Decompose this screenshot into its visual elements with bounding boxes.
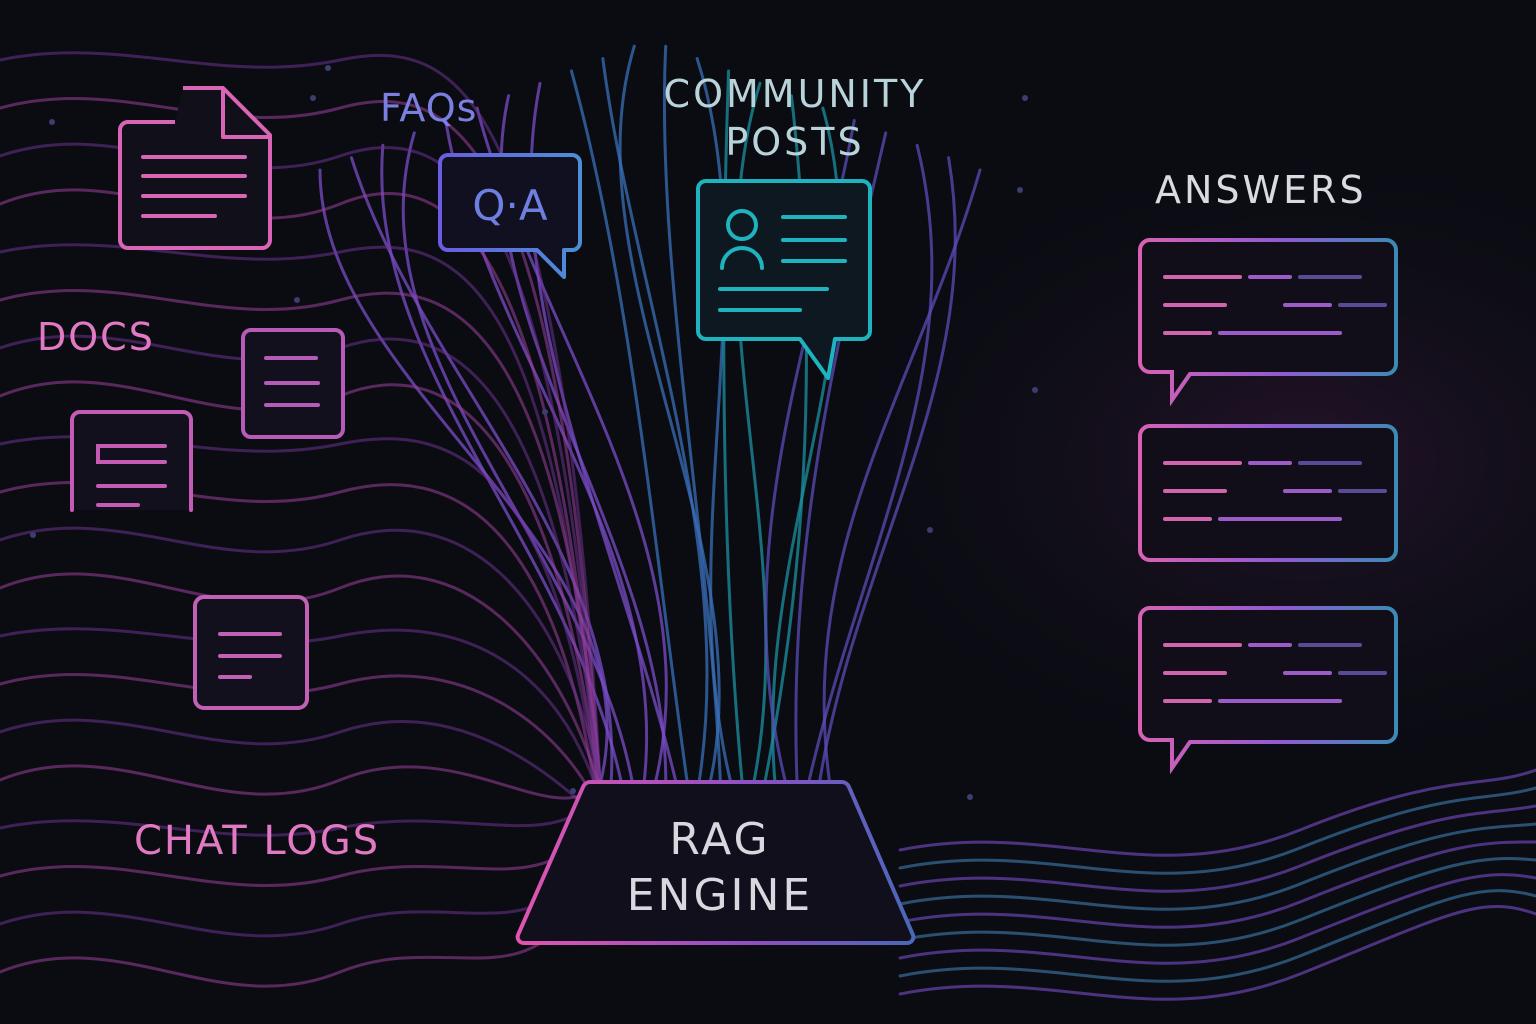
flow-line (822, 168, 982, 787)
background-dot (30, 532, 36, 538)
flow-line (401, 131, 635, 787)
flow-line (0, 764, 602, 800)
background-dot (967, 794, 973, 800)
background-dot (325, 65, 331, 71)
flow-line (898, 822, 1536, 911)
background-dot (542, 409, 548, 415)
user-post-bubble-icon (696, 179, 872, 380)
flow-line (898, 889, 1536, 983)
answer-bubbles (1138, 238, 1398, 775)
flow-line (898, 857, 1536, 947)
flow-line (735, 81, 768, 787)
flow-line (898, 768, 1536, 857)
flow-line (0, 672, 602, 812)
community-posts-label: COMMUNITY POSTS (660, 70, 930, 166)
flow-line (569, 69, 690, 787)
document-icon (70, 410, 193, 512)
rag-engine-label: RAG ENGINE (560, 812, 880, 924)
background-dot (49, 119, 55, 125)
flow-line (0, 96, 602, 792)
background-dot (1022, 95, 1028, 101)
flow-line (0, 334, 602, 792)
flow-line (722, 69, 744, 787)
flow-line (0, 51, 602, 782)
flow-line (695, 57, 733, 787)
flow-line (618, 44, 721, 787)
chat-logs-label: CHAT LOGS (134, 818, 381, 864)
background-dot (1017, 187, 1023, 193)
document-icon (193, 595, 309, 710)
background-dot (310, 95, 316, 101)
engine-line1: RAG (669, 814, 771, 865)
flow-line (898, 786, 1536, 875)
community-label-line2: POSTS (725, 120, 865, 164)
answer-speech-bubble-icon (1138, 238, 1398, 407)
flow-line (0, 798, 602, 888)
answer-speech-bubble-icon (1138, 606, 1398, 775)
document-folded-icon (118, 86, 272, 250)
qa-speech-bubble-icon (438, 153, 582, 279)
flow-line (0, 627, 602, 802)
answer-speech-bubble-icon (1138, 424, 1398, 562)
rag-engine-block (515, 780, 916, 945)
document-icon (241, 328, 345, 439)
flow-line (0, 380, 602, 802)
flow-line (0, 288, 602, 782)
engine-line2: ENGINE (626, 870, 814, 921)
answers-label: ANSWERS (1155, 168, 1367, 212)
background-dot (1032, 387, 1038, 393)
flow-line (0, 572, 602, 792)
flow-line (0, 526, 602, 782)
background-dot (927, 527, 933, 533)
flow-line (806, 143, 934, 787)
qa-icon-text: Q·A (472, 181, 547, 230)
faqs-label: FAQs (380, 86, 478, 130)
docs-label: DOCS (37, 315, 155, 359)
background-dot (570, 788, 576, 794)
flow-line (0, 718, 602, 822)
flow-line (898, 840, 1536, 929)
background-dot (294, 297, 300, 303)
flow-line (898, 873, 1536, 965)
flow-line (0, 788, 602, 837)
flow-line (898, 905, 1536, 1001)
flow-line (898, 804, 1536, 893)
community-label-line1: COMMUNITY (663, 72, 927, 116)
